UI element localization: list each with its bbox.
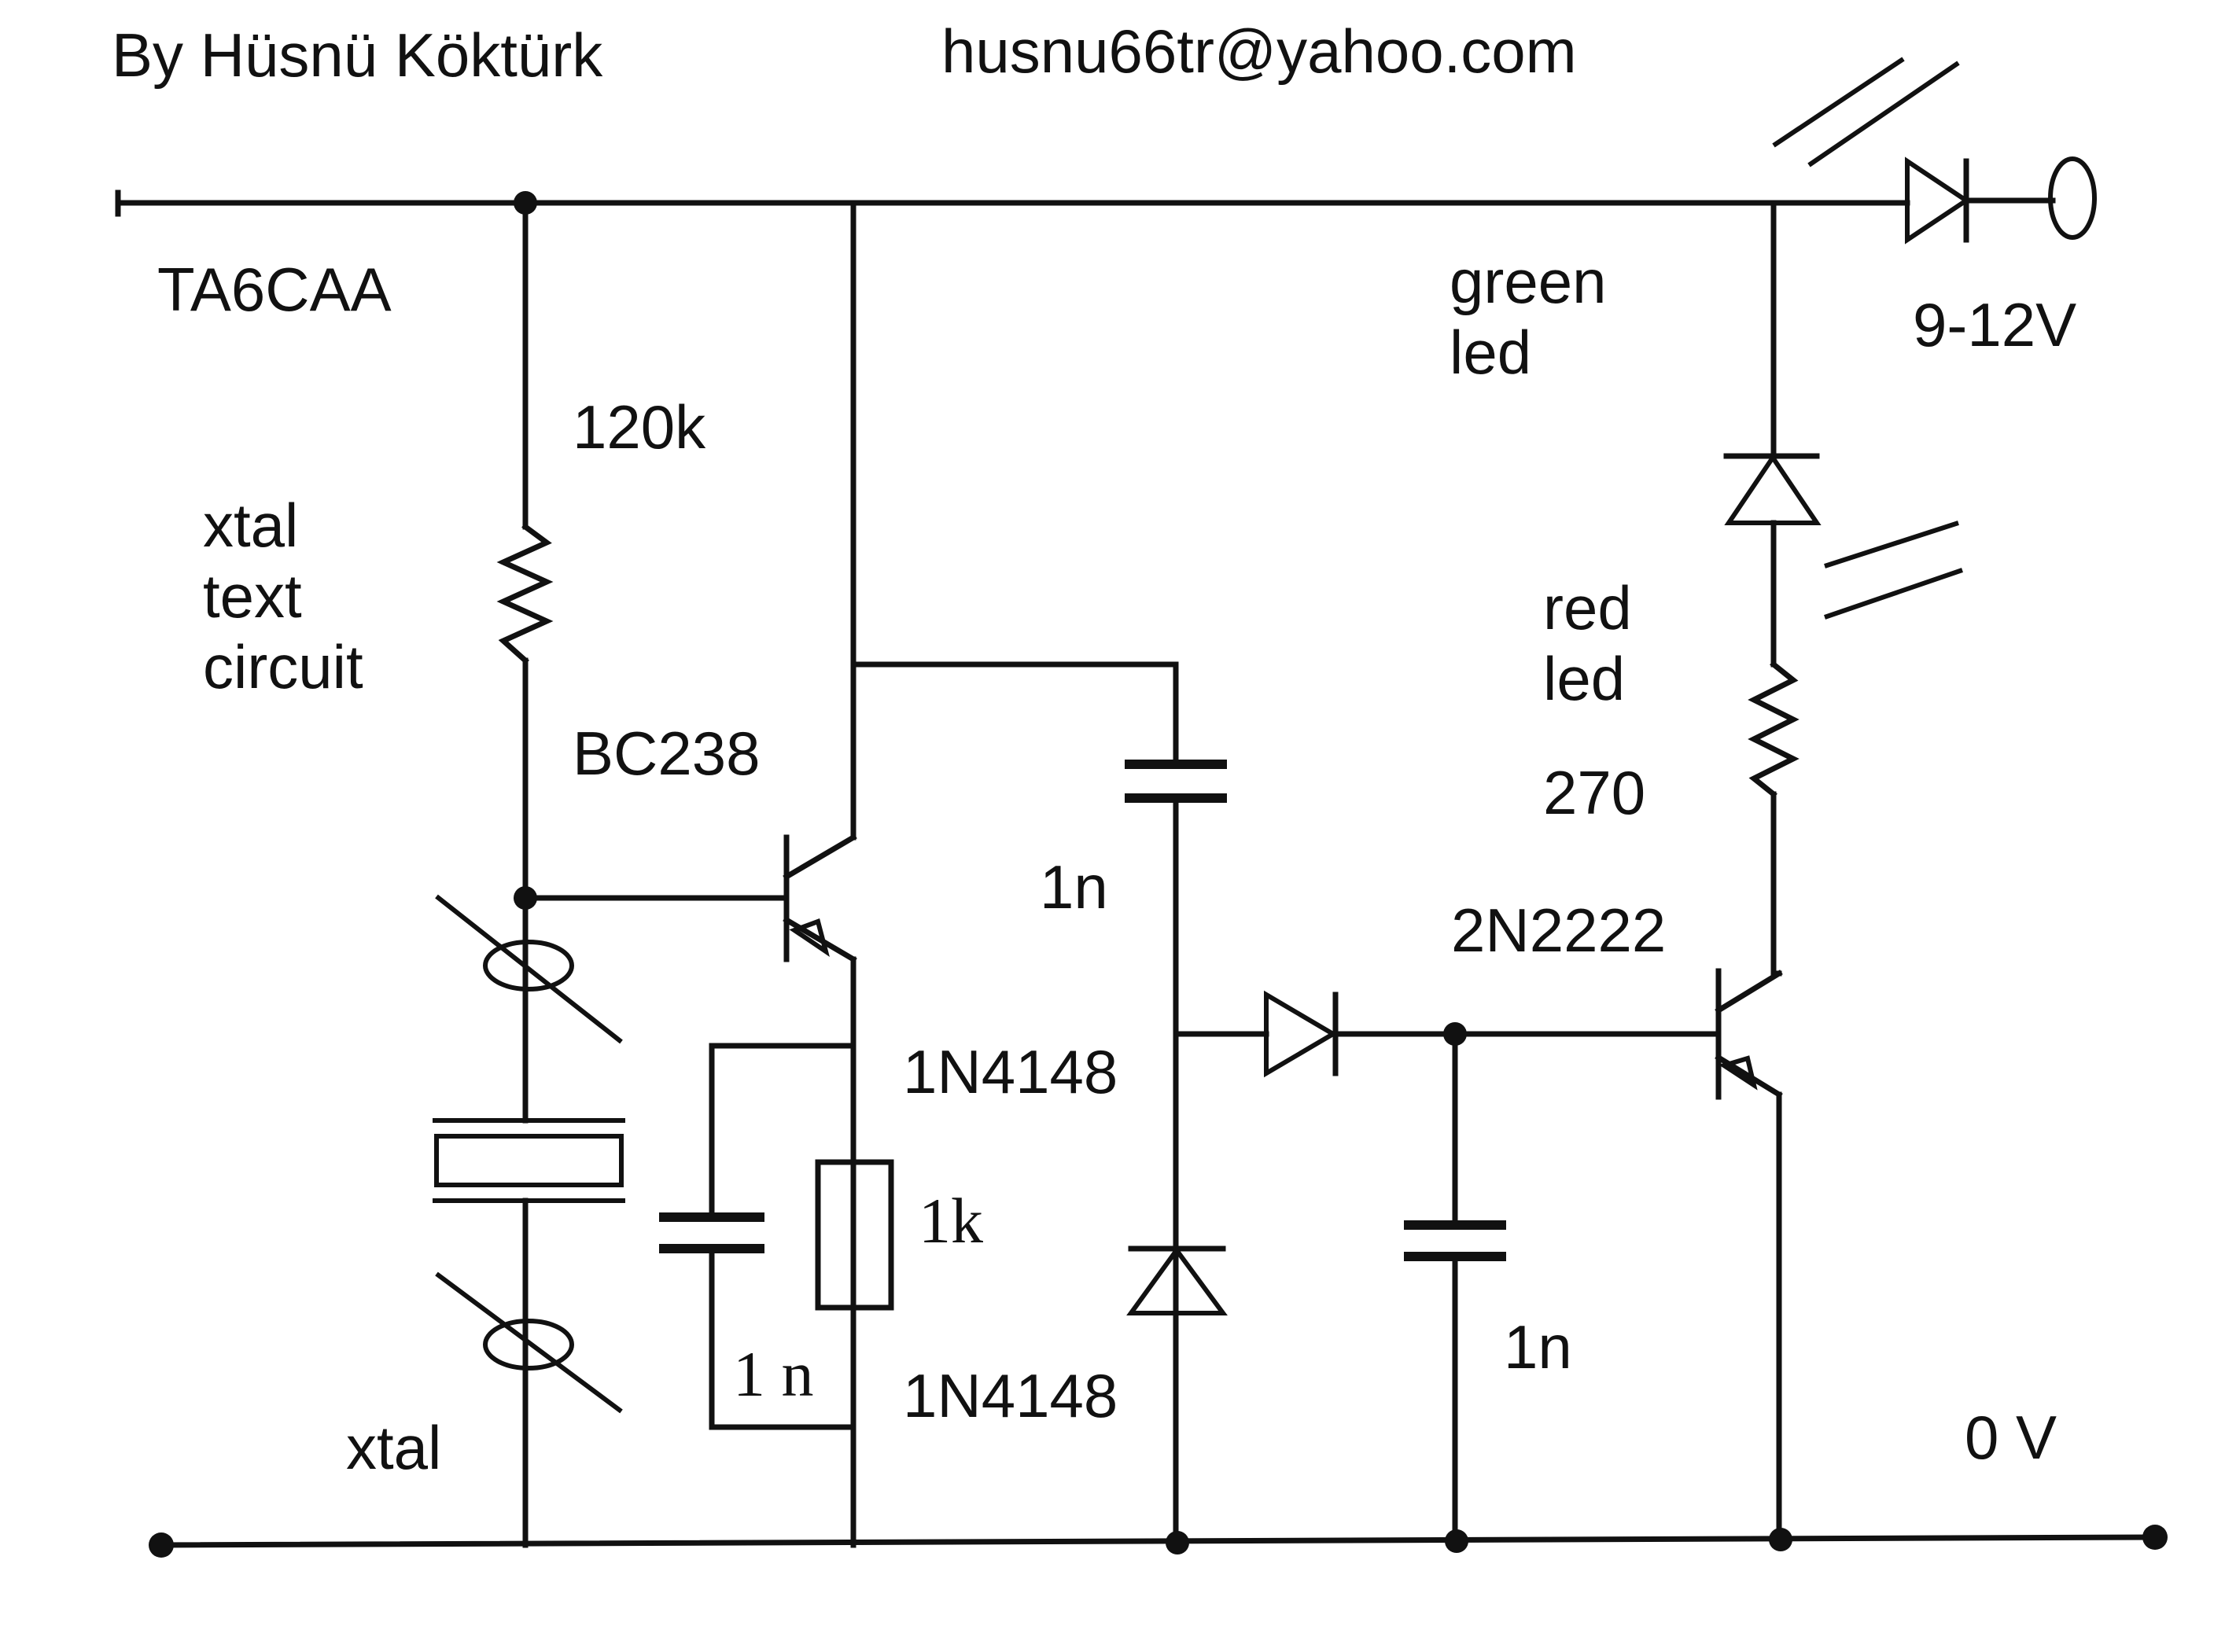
crystal-network [433,894,625,1548]
resistor-120k-label: 120k [573,392,706,462]
junction-ground-d2 [1166,1531,1189,1554]
coupling-cap-label: 1n [1040,852,1108,922]
callsign-label: TA6CAA [157,255,392,324]
resistor-270-label: 270 [1543,758,1645,827]
base-resistor-120k [496,200,554,900]
diode-d2 [1126,1245,1228,1315]
diode-d1 [1173,990,1458,1078]
filter-cap-label: 1n [1504,1312,1572,1382]
light-arrows-red-led [1824,521,1963,620]
led-branch [1723,200,1822,977]
resistor-1k-label: 1k [919,1185,983,1256]
red-led-label-2: led [1543,644,1625,713]
junction-ground-q2 [1769,1528,1792,1551]
light-arrows-top [1772,57,1960,167]
title-line-1: xtal [203,491,298,560]
title-line-2: text [203,561,302,631]
q2-label: 2N2222 [1451,896,1666,965]
ground-rail [149,1525,2168,1558]
green-led-label-2: led [1450,318,1531,387]
xtal-label: xtal [346,1413,441,1482]
supply-rail [115,189,1910,217]
q1-label: BC238 [573,719,761,788]
filter-capacitor-1n [1404,1031,1506,1544]
supply-input-diode [1905,156,2056,245]
emitter-cap-label: 1 n [733,1338,814,1410]
coupling-capacitor-1n [850,661,1227,1548]
emitter-network [659,1043,894,1430]
transistor-q1 [522,200,857,1548]
diode-d1-label: 1N4148 [903,1037,1118,1106]
transistor-q2 [1452,968,1783,1544]
supply-terminal [2048,156,2097,240]
junction-top-left [514,191,537,215]
email-label: husnu66tr@yahoo.com [941,17,1577,86]
red-led-label-1: red [1543,573,1632,642]
junction-ground-filter [1445,1529,1468,1553]
title-line-3: circuit [203,632,363,701]
green-led-label-1: green [1450,247,1607,316]
supply-voltage-label: 9-12V [1913,290,2076,359]
ground-label: 0 V [1965,1403,2057,1472]
author-label: By Hüsnü Köktürk [112,20,603,90]
diode-d2-label: 1N4148 [903,1361,1118,1430]
